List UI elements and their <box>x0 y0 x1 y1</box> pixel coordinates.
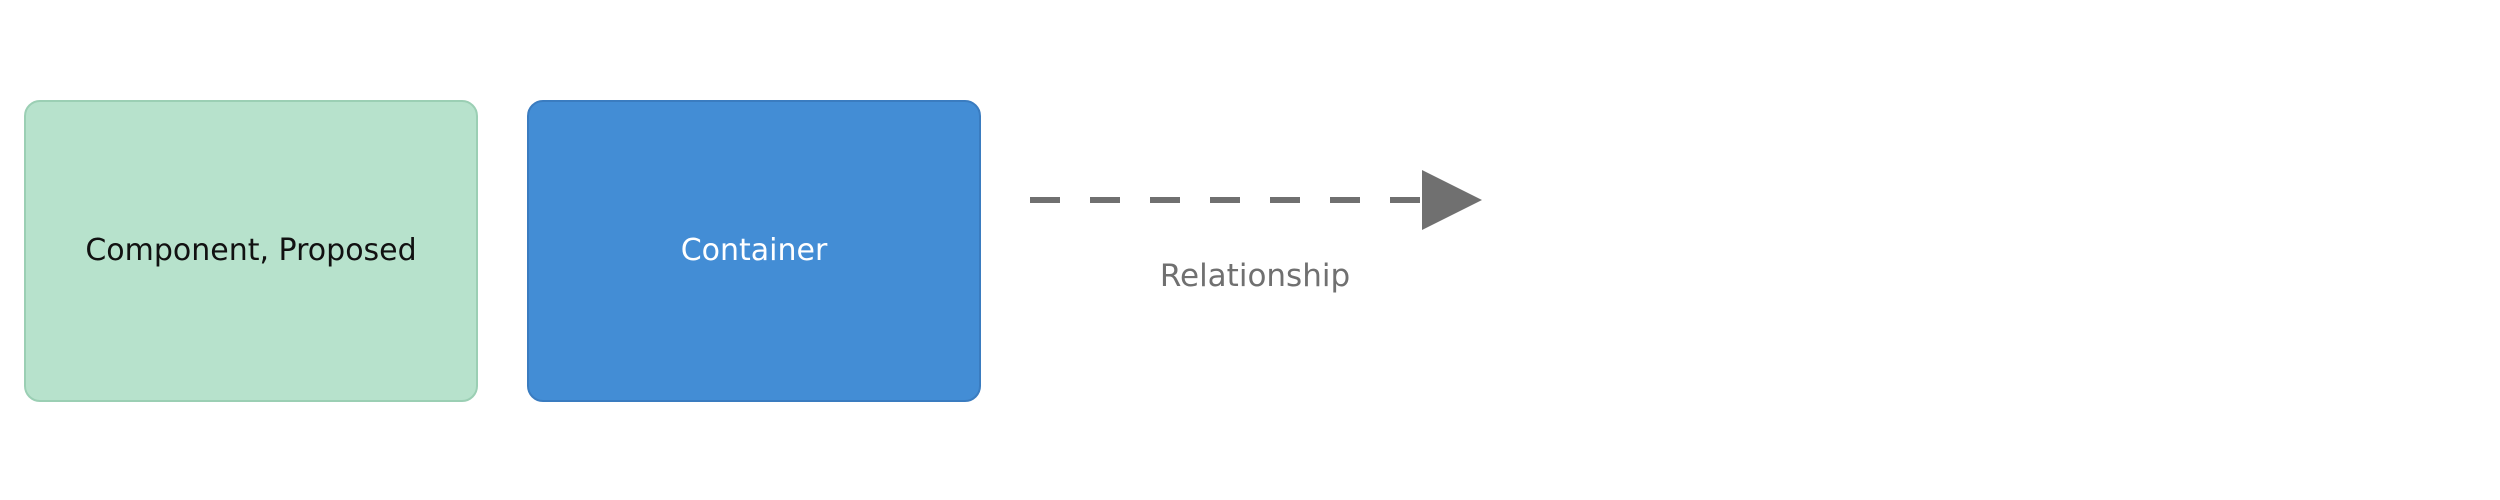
arrowhead-icon <box>1422 170 1482 230</box>
legend-component-proposed-label: Component, Proposed <box>85 233 417 268</box>
relationship-label: Relationship <box>1159 258 1351 294</box>
legend-container-box: Container <box>527 100 981 402</box>
relationship-arrow <box>1030 170 1482 230</box>
legend-container-label: Container <box>680 233 828 268</box>
legend-component-proposed-box: Component, Proposed <box>24 100 478 402</box>
